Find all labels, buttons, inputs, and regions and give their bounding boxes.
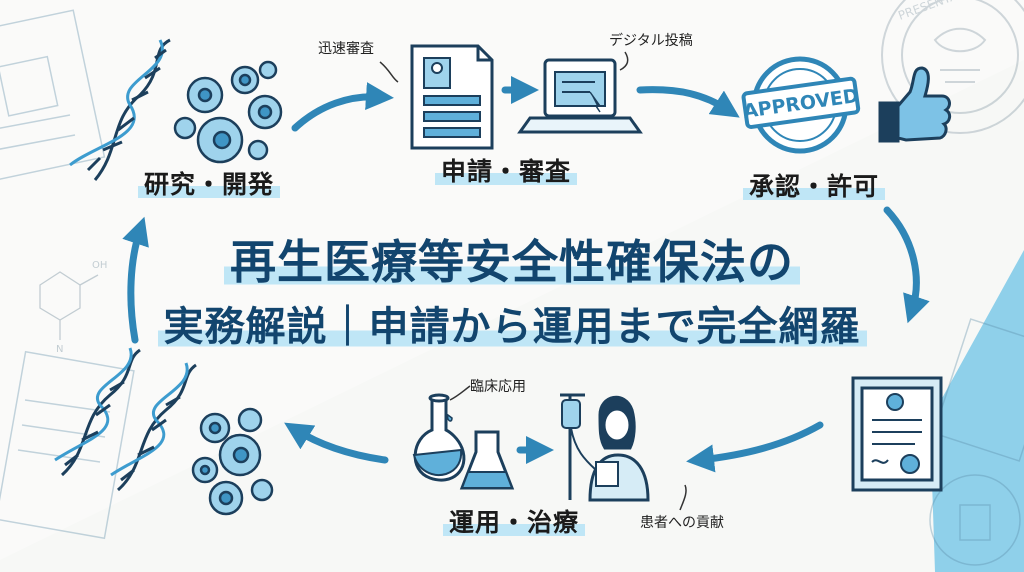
note-digital-submission: デジタル投稿 [609,33,693,49]
note-rapid-review: 迅速審査 [318,41,374,57]
cells-icon [173,60,283,164]
thumbs-up-icon [878,66,952,143]
patient-iv-icon [560,393,650,502]
n-label: N [56,344,63,355]
flow-arrows [122,76,930,473]
certificate-icon [851,376,943,492]
oh-label: OH [92,260,107,271]
stage-research-label: 研究・開発 [138,165,281,201]
dna-icon [69,38,171,181]
stage-operation-label: 運用・治療 [443,503,586,539]
chemical-structure-sketch: OH N [39,260,107,355]
approved-stamp-icon: APPROVED [741,56,861,154]
laptop-icon [517,58,643,134]
document-icon [410,44,494,150]
dna-icon-bottom [54,347,197,492]
title-line-1-text: 再生医療等安全性確保法の [224,235,800,289]
note-pointers [379,51,687,511]
bg-document-sketch-right [929,318,1024,566]
title-line-2-text: 実務解説｜申請から運用まで完全網羅 [157,304,867,350]
stage-approval-label: 承認・許可 [743,167,886,203]
stage-application-label: 申請・審査 [435,152,578,188]
lab-flasks-icon [412,393,515,490]
note-patient-contribution: 患者への貢献 [640,515,724,531]
title-line-1: 再生医療等安全性確保法の [0,226,1024,292]
title-line-2: 実務解説｜申請から運用まで完全網羅 [0,294,1024,352]
cells-icon-bottom [191,407,274,516]
note-clinical-application: 臨床応用 [470,379,526,395]
